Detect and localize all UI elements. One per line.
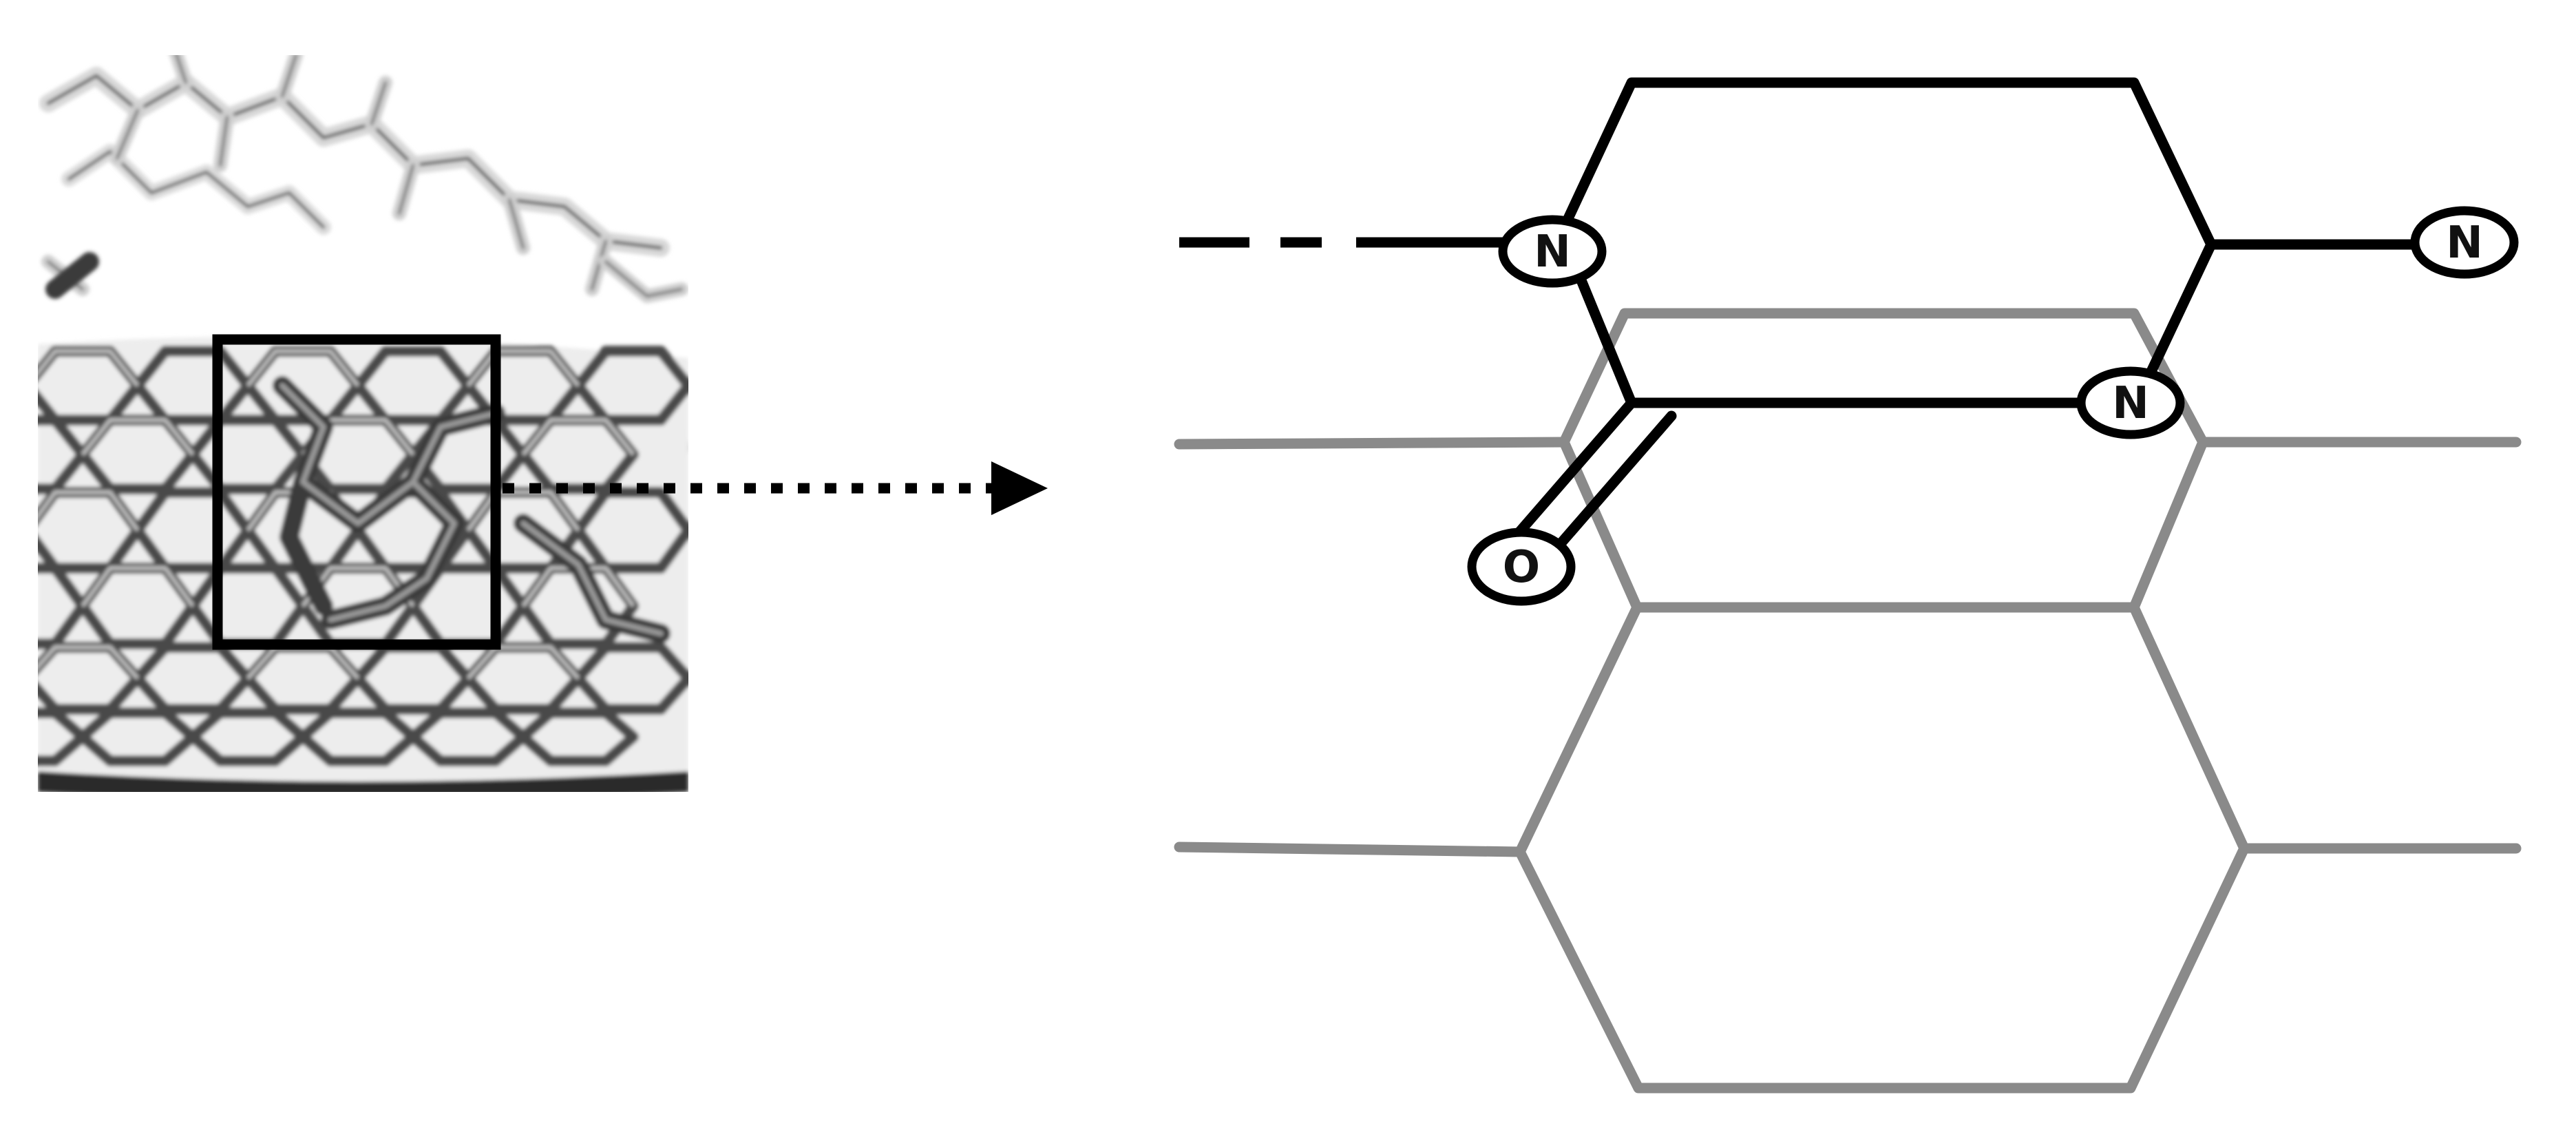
atom-o-label: O: [1503, 542, 1540, 593]
atom-n-inner-label: N: [2112, 378, 2149, 429]
molecule: [1179, 77, 2432, 552]
atom-n-left: N: [1498, 215, 1607, 288]
atom-n-left-label: N: [1534, 227, 1571, 278]
atom-o: O: [1467, 527, 1576, 606]
atom-n-inner: N: [2076, 366, 2185, 439]
zoom-box: [212, 334, 501, 650]
nanotube-panel: [38, 55, 688, 792]
zoom-arrow: [503, 461, 1048, 515]
atom-n-right-label: N: [2446, 218, 2483, 269]
lattice: [1174, 308, 2522, 1094]
atom-n-right: N: [2410, 206, 2519, 279]
